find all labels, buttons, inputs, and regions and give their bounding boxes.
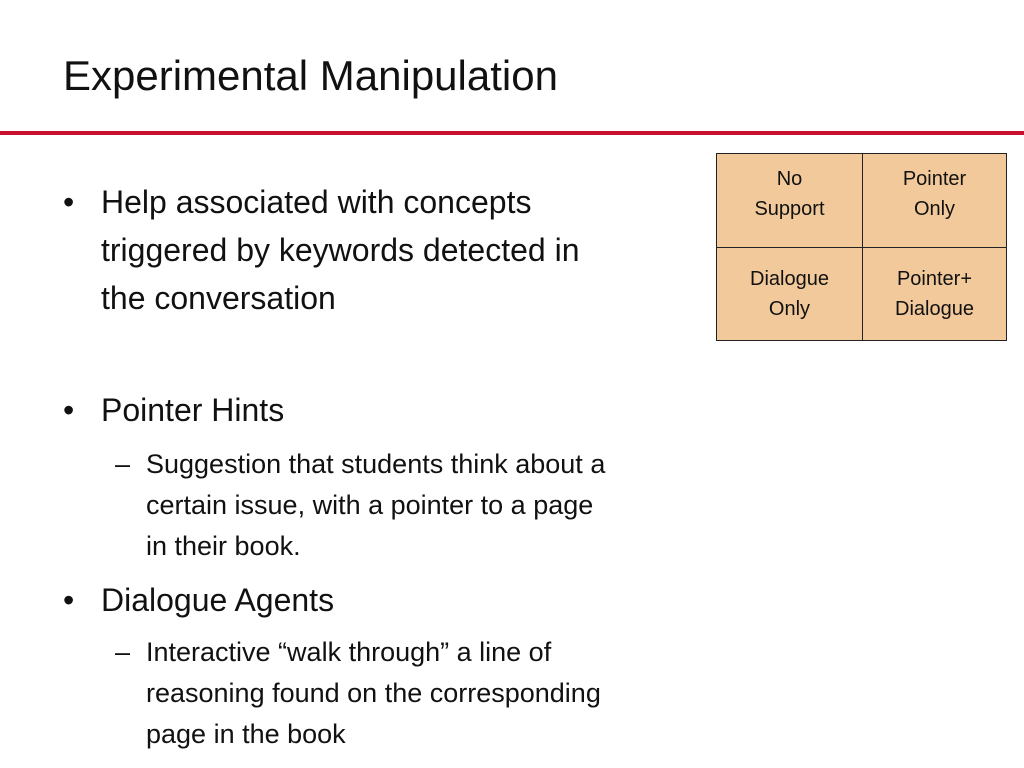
sub-bullet-dialogue-agents: Interactive “walk through” a line of rea… — [146, 632, 601, 755]
bullet-marker: • — [63, 582, 75, 618]
bullet-item-dialogue-agents: Dialogue Agents — [101, 582, 335, 618]
sub-bullet-pointer-hints: Suggestion that students think about a c… — [146, 444, 605, 567]
bullet-item-pointer-hints: Pointer Hints — [101, 392, 285, 428]
sub-bullet-line: Suggestion that students think about a — [146, 449, 606, 479]
title-divider — [0, 131, 1024, 135]
sub-bullet-line: in their book. — [146, 531, 301, 561]
bullet-item-help: Help associated with concepts triggered … — [101, 178, 579, 322]
sub-bullet-line: page in the book — [146, 719, 346, 749]
sub-bullet-marker: – — [115, 449, 131, 479]
sub-bullet-line: Interactive “walk through” a line of — [146, 637, 552, 667]
grid-cell-pointer-dialogue: Pointer+ Dialogue — [895, 268, 974, 320]
grid-horizontal-divider — [717, 247, 1006, 248]
sub-bullet-line: reasoning found on the corresponding — [146, 678, 601, 708]
slide-title: Experimental Manipulation — [63, 52, 558, 99]
bullet-line: triggered by keywords detected in — [101, 232, 580, 268]
condition-grid: No Support Pointer Only Dialogue Only Po… — [716, 153, 1007, 341]
grid-cell-no-support: No Support — [754, 168, 825, 220]
grid-cell-pointer-only: Pointer Only — [902, 168, 967, 220]
sub-bullet-marker: – — [115, 637, 131, 667]
sub-bullet-line: certain issue, with a pointer to a page — [146, 490, 594, 520]
bullet-marker: • — [63, 392, 75, 428]
bullet-line: the conversation — [101, 280, 336, 316]
bullet-marker: • — [63, 184, 75, 220]
grid-cell-dialogue-only: Dialogue Only — [750, 268, 829, 320]
bullet-line: Help associated with concepts — [101, 184, 532, 220]
